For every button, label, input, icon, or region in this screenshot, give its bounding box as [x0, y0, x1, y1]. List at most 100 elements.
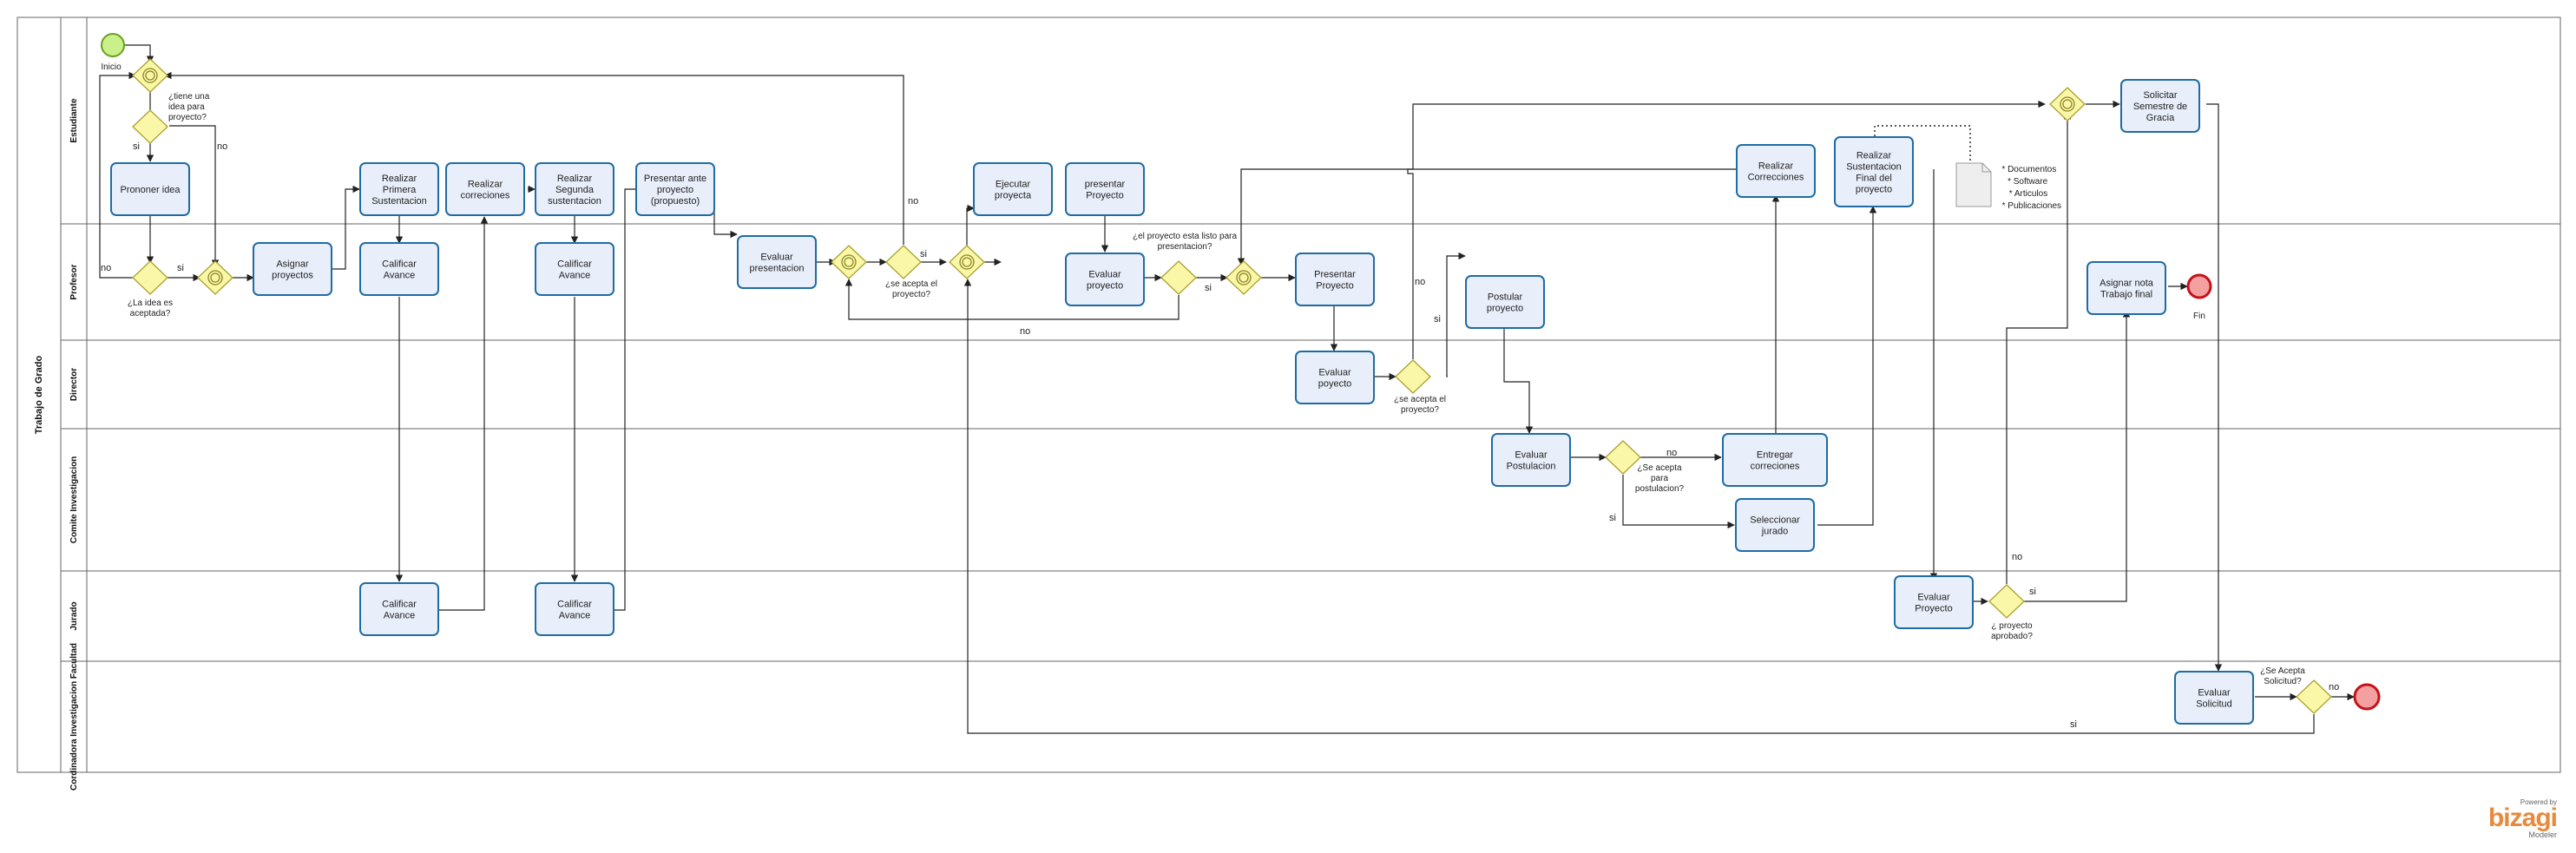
start-event-label: Inicio — [101, 62, 122, 72]
flow-label-si: si — [2070, 719, 2077, 730]
text-annotation: * Documentos * Software * Articulos * Pu… — [1955, 162, 2061, 211]
flow-label-no: no — [1666, 448, 1677, 458]
lane-label-estudiante: Estudiante — [69, 98, 79, 143]
merge-gateway[interactable] — [949, 245, 985, 279]
annotation-line: * Publicaciones — [2002, 201, 2061, 211]
flow-label-no: no — [101, 263, 111, 273]
merge-gateway[interactable] — [132, 58, 168, 93]
gateway-proyecto-listo[interactable] — [1160, 260, 1197, 295]
annotation-association — [1874, 125, 1971, 161]
gateway-acepta-postulacion[interactable] — [1605, 440, 1641, 475]
merge-gateway[interactable] — [831, 245, 867, 279]
merge-gateway[interactable] — [1226, 260, 1262, 295]
lane-label-cordinadora-text: Cordinadora Investigacion Facultad — [69, 643, 79, 791]
annotation-line: * Software — [2008, 177, 2048, 187]
gateway-proyecto-aprobado[interactable] — [1988, 584, 2025, 619]
end-event[interactable] — [2353, 683, 2381, 711]
logo-powered: Powered by — [2520, 798, 2557, 806]
gateway-acepta-solicitud[interactable] — [2296, 679, 2332, 714]
sequence-flows — [99, 44, 2355, 734]
gateway-acepta-proyecto[interactable] — [885, 245, 922, 279]
gateway-director-acepta[interactable] — [1395, 359, 1431, 394]
flow-label-si: si — [1434, 314, 1441, 325]
pool-title: Trabajo de Grado — [34, 355, 44, 434]
lane-label-profesor: Profesor — [69, 264, 79, 299]
svg-text:* Documentos * Software: * Documentos * Software * Articulos * Pu… — [2001, 165, 2061, 211]
annotation-line: * Documentos — [2001, 165, 2056, 174]
merge-gateway[interactable] — [197, 260, 233, 295]
merge-gateway[interactable] — [2049, 87, 2086, 121]
flow-label-no: no — [2329, 682, 2339, 692]
flow-label-si: si — [133, 141, 140, 152]
pool — [16, 16, 2561, 773]
flow-label-si: si — [1205, 283, 1212, 293]
gateway-idea-aceptada[interactable] — [132, 260, 168, 295]
start-event[interactable] — [101, 33, 125, 57]
end-event[interactable] — [2186, 273, 2212, 299]
lane-label-jurado: Jurado — [69, 601, 79, 630]
document-icon — [1955, 162, 1992, 207]
gateway-tiene-idea[interactable] — [132, 109, 168, 144]
flow-labels: si no no si no si si no no si no si no s… — [101, 141, 2339, 730]
logo-sub: Modeler — [2528, 830, 2557, 839]
task-pronoer[interactable]: Prononer idea — [110, 162, 190, 216]
flow-label-si: si — [920, 249, 927, 259]
end-event-label: Fin — [2193, 312, 2205, 321]
flow-label-no: no — [217, 141, 227, 152]
logo-brand: bizagi — [2487, 804, 2558, 832]
